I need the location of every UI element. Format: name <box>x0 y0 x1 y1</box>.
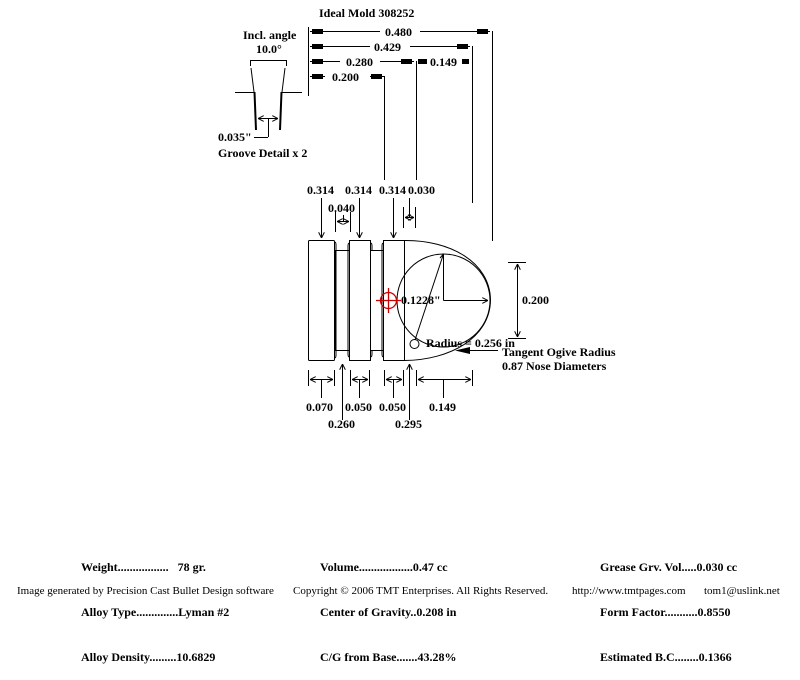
footer-url[interactable]: http://www.tmtpages.com <box>572 585 686 597</box>
arrowhead-icon <box>462 59 469 64</box>
stat-alloy-density: Alloy Density.........10.6829 <box>81 650 216 664</box>
bullet-body <box>308 239 492 361</box>
band3-diameter: 0.314 <box>379 183 406 197</box>
groove-1 <box>335 250 350 351</box>
meplat-diameter: 0.1228" <box>401 293 441 307</box>
footer-generated: Image generated by Precision Cast Bullet… <box>17 585 274 597</box>
stats-column-3: Grease Grv. Vol.....0.030 cc Form Factor… <box>600 530 737 680</box>
arrowhead-icon <box>312 59 323 64</box>
stats-column-2: Volume..................0.47 cc Center o… <box>320 530 456 680</box>
gap-length: 0.040 <box>328 201 355 215</box>
dim-0149-top: 0.149 <box>430 55 457 69</box>
bottom-dimensions <box>308 364 473 420</box>
arrowhead-icon <box>418 59 427 64</box>
dim-0480: 0.480 <box>385 25 412 39</box>
ogive-title: Tangent Ogive Radius <box>502 345 616 359</box>
driving-band-2 <box>349 240 371 361</box>
band1-diameter: 0.314 <box>307 183 334 197</box>
stat-grease-groove-volume: Grease Grv. Vol.....0.030 cc <box>600 560 738 574</box>
nose-height-dimension <box>508 262 526 339</box>
dim-0280: 0.280 <box>346 55 373 69</box>
stat-form-factor: Form Factor...........0.8550 <box>600 605 731 619</box>
radius-center-icon <box>409 339 420 349</box>
incl-angle-label: Incl. angle <box>243 28 297 42</box>
driving-band-1 <box>308 240 335 361</box>
stats-column-1: Weight................. 78 gr. Alloy Typ… <box>81 530 229 680</box>
groove-width: 0.035" <box>218 130 252 144</box>
arrowhead-icon <box>312 44 323 49</box>
ogive-value: 0.87 Nose Diameters <box>502 359 607 373</box>
mold-title: Ideal Mold 308252 <box>319 6 414 20</box>
footer-copyright: Copyright © 2006 TMT Enterprises. All Ri… <box>293 585 549 597</box>
arrowhead-icon <box>457 44 468 49</box>
bevel-length: 0.030 <box>408 183 435 197</box>
nose-height: 0.200 <box>522 293 549 307</box>
bullet-drawing: Ideal Mold 308252 0.480 0.429 0.280 0.14 <box>218 6 616 431</box>
arrowhead-icon <box>312 29 323 34</box>
center-of-gravity-icon <box>376 288 401 313</box>
band3-length: 0.050 <box>379 400 406 414</box>
stat-weight: Weight................. 78 gr. <box>81 560 206 574</box>
top-dimensions <box>308 27 493 241</box>
arrowhead-icon <box>312 74 323 79</box>
band-arrows <box>322 198 416 238</box>
groove-detail-caption: Groove Detail x 2 <box>218 146 307 160</box>
groove-detail <box>235 60 302 138</box>
stat-volume: Volume..................0.47 cc <box>320 560 448 574</box>
arrowhead-icon <box>477 29 488 34</box>
band2-diameter: 0.314 <box>345 183 372 197</box>
stat-cg-from-base: C/G from Base.......43.28% <box>320 650 457 664</box>
stat-estimated-bc: Estimated B.C........0.1366 <box>600 650 732 664</box>
footer-email[interactable]: tom1@uslink.net <box>704 585 780 597</box>
arrowhead-icon <box>455 347 470 354</box>
stat-alloy-type: Alloy Type..............Lyman #2 <box>81 605 230 619</box>
incl-angle-value: 10.0° <box>256 42 282 56</box>
groove2-diameter: 0.295 <box>395 417 422 431</box>
ogive-radius: Radius = 0.256 in <box>426 336 515 350</box>
ogive-nose <box>404 239 492 361</box>
dim-0200-top: 0.200 <box>332 70 359 84</box>
base-band-length: 0.070 <box>306 400 333 414</box>
groove1-diameter: 0.260 <box>328 417 355 431</box>
arrowhead-icon <box>371 74 382 79</box>
dim-0429: 0.429 <box>374 40 401 54</box>
stat-center-of-gravity: Center of Gravity..0.208 in <box>320 605 457 619</box>
arrowhead-icon <box>401 59 412 64</box>
band2-length: 0.050 <box>345 400 372 414</box>
nose-length: 0.149 <box>429 400 456 414</box>
